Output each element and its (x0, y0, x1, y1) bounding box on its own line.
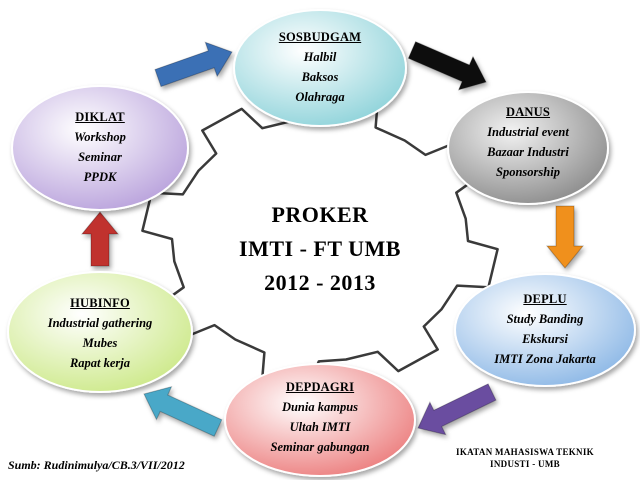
deplu-item-1: Study Banding (506, 311, 584, 326)
arrow-hubinfo-diklat (80, 211, 120, 267)
diklat-item-2: Seminar (78, 149, 122, 164)
arrow-diklat-sosbudgam (154, 41, 233, 88)
sosbudgam-item-3: Olahraga (295, 89, 345, 104)
center-title-line1: PROKER (271, 202, 369, 227)
sosbudgam-bubble (233, 9, 407, 127)
hubinfo-item-3: Rapat kerja (69, 355, 131, 370)
danus-bubble (447, 91, 609, 205)
center-title: PROKER IMTI - FT UMB 2012 - 2013 (190, 198, 450, 300)
sosbudgam-title: SOSBUDGAM (278, 29, 362, 44)
organization-line1: IKATAN MAHASISWA TEKNIK (456, 447, 594, 457)
hubinfo-title: HUBINFO (70, 295, 130, 310)
danus-item-1: Industrial event (487, 124, 569, 139)
sosbudgam-item-1: Halbil (303, 49, 337, 64)
arrow-deplu-depdagri (417, 383, 497, 436)
center-title-line3: 2012 - 2013 (264, 270, 376, 295)
organization-line2: INDUSTI - UMB (490, 459, 560, 469)
organization-label: IKATAN MAHASISWA TEKNIK INDUSTI - UMB (440, 446, 610, 470)
arrow-danus-deplu (545, 205, 585, 269)
center-title-line2: IMTI - FT UMB (239, 236, 401, 261)
deplu-item-3: IMTI Zona Jakarta (494, 351, 596, 366)
hubinfo-item-2: Mubes (82, 335, 118, 350)
arrow-sosbudgam-danus (407, 41, 487, 91)
hubinfo-item-1: Industrial gathering (47, 315, 153, 330)
deplu-title: DEPLU (523, 291, 567, 306)
arrow-depdagri-hubinfo (143, 386, 223, 437)
deplu-item-2: Ekskursi (522, 331, 568, 346)
depdagri-item-1: Dunia kampus (281, 399, 359, 414)
danus-item-3: Sponsorship (496, 164, 560, 179)
source-citation: Sumb: Rudinimulya/CB.3/VII/2012 (8, 458, 185, 472)
deplu-bubble (454, 273, 636, 387)
depdagri-item-3: Seminar gabungan (270, 439, 370, 454)
diklat-title: DIKLAT (75, 109, 125, 124)
depdagri-item-2: Ultah IMTI (289, 419, 351, 434)
diklat-item-3: PPDK (83, 169, 117, 184)
diklat-bubble (11, 85, 189, 211)
depdagri-bubble (224, 363, 416, 477)
danus-item-2: Bazaar Industri (487, 144, 569, 159)
danus-title: DANUS (505, 104, 551, 119)
sosbudgam-item-2: Baksos (301, 69, 339, 84)
hubinfo-bubble (7, 271, 193, 393)
depdagri-title: DEPDAGRI (285, 379, 355, 394)
diklat-item-1: Workshop (74, 129, 126, 144)
